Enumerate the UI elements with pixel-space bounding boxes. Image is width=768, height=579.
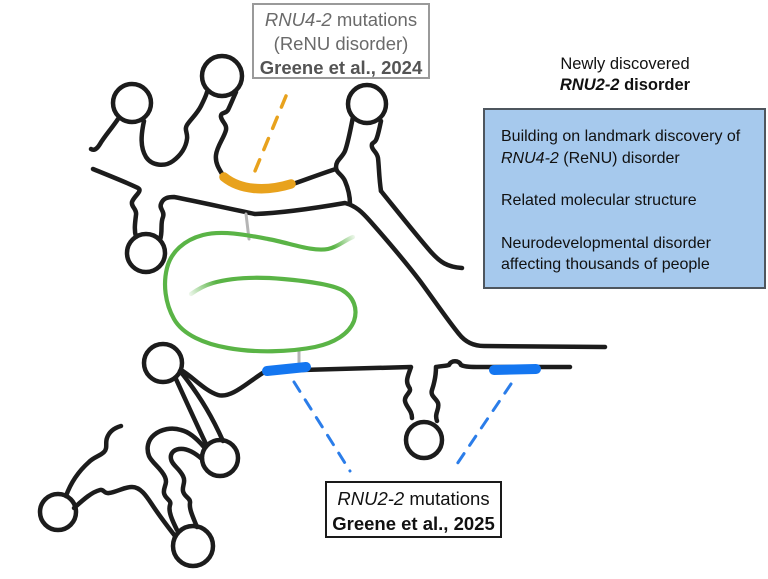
lower-backbone-strand bbox=[429, 359, 573, 424]
info-point-3: Neurodevelopmental disorder affecting th… bbox=[501, 234, 711, 274]
rnu2-callout-leader-dashed bbox=[292, 380, 352, 473]
rnu2-mutation-site-highlight bbox=[489, 364, 541, 375]
stem-loop-circle bbox=[199, 53, 245, 99]
rnu4-gene-name: RNU4-2 bbox=[264, 9, 332, 30]
rnu2-mutation-site-highlight bbox=[262, 362, 311, 376]
rna-backbone-group bbox=[37, 53, 608, 569]
rnu2-callout-leader-dashed bbox=[451, 382, 513, 472]
rnu4-callout-line1-rest: mutations bbox=[331, 9, 418, 30]
discovery-heading: Newly discovered RNU2-2 disorder bbox=[490, 54, 760, 96]
rnu4-callout-box: RNU4-2 mutations (ReNU disorder) Greene … bbox=[252, 3, 430, 79]
rnu2-gene-name: RNU2-2 bbox=[559, 76, 620, 94]
stem-loop-circle bbox=[141, 341, 185, 385]
rnu2-callout-line1: RNU2-2 mutations bbox=[327, 486, 500, 511]
rnu2-callout-leaders bbox=[292, 380, 513, 473]
stem-loop-circle bbox=[170, 523, 216, 569]
strand-open-end-hook bbox=[63, 423, 124, 499]
rnu4-mutation-site-highlight bbox=[219, 172, 296, 194]
inner-loop-strand bbox=[139, 89, 210, 167]
heading-line2: RNU2-2 disorder bbox=[490, 75, 760, 96]
rnu4-citation: Greene et al., 2024 bbox=[259, 57, 423, 78]
rnu2-gene-name: RNU2-2 bbox=[337, 488, 405, 509]
stem-strand bbox=[369, 118, 384, 194]
stem-strand bbox=[145, 426, 207, 533]
connecting-strand bbox=[71, 484, 178, 539]
rnu2-mutation-sites bbox=[262, 362, 541, 376]
info-point-1-after: (ReNU) disorder bbox=[558, 149, 680, 167]
stem-loop-circle bbox=[37, 491, 79, 533]
info-point-2: Related molecular structure bbox=[501, 192, 697, 209]
stem-loop-circle bbox=[403, 419, 445, 461]
rnu4-gene-name: RNU4-2 bbox=[501, 149, 559, 167]
strand-open-end bbox=[378, 188, 465, 271]
stem-strand bbox=[173, 376, 209, 447]
strand-open-end-hook bbox=[88, 116, 121, 152]
interior-loop-circle bbox=[124, 231, 168, 275]
rnu4-callout-line1: RNU4-2 mutations bbox=[254, 8, 428, 32]
rnu2-info-box: Building on landmark discovery of RNU4-2… bbox=[483, 108, 766, 289]
green-loop-fade-tip bbox=[330, 230, 362, 250]
lower-backbone-strand bbox=[263, 364, 415, 421]
info-point-1: Building on landmark discovery of RNU4-2… bbox=[501, 126, 749, 169]
stem-strand bbox=[213, 89, 239, 180]
heading-line1: Newly discovered bbox=[560, 55, 690, 73]
stem-loop-circle bbox=[345, 82, 389, 126]
rnu2-citation: Greene et al., 2025 bbox=[332, 513, 495, 534]
rnu4-callout-leader-dashed bbox=[253, 94, 288, 173]
rnu2-callout-box: RNU2-2 mutations Greene et al., 2025 bbox=[325, 481, 502, 538]
strand-dip bbox=[178, 367, 269, 398]
backbone-strand bbox=[90, 166, 142, 240]
stem-strand bbox=[168, 446, 205, 530]
info-point-1-before: Building on landmark discovery of bbox=[501, 128, 741, 145]
heading-line2-rest: disorder bbox=[619, 76, 691, 94]
stem-strand bbox=[177, 368, 226, 444]
rnu2-callout-line1-rest: mutations bbox=[404, 488, 490, 509]
green-loop-fade-tip bbox=[183, 277, 219, 301]
stem-loop-circle bbox=[110, 81, 154, 125]
backbone-strand bbox=[287, 166, 339, 188]
backbone-strand-long bbox=[157, 194, 608, 350]
rnu4-callout-line2: (ReNU disorder) bbox=[273, 33, 409, 54]
stem-strand bbox=[333, 114, 356, 207]
green-branch-loop bbox=[162, 230, 358, 354]
